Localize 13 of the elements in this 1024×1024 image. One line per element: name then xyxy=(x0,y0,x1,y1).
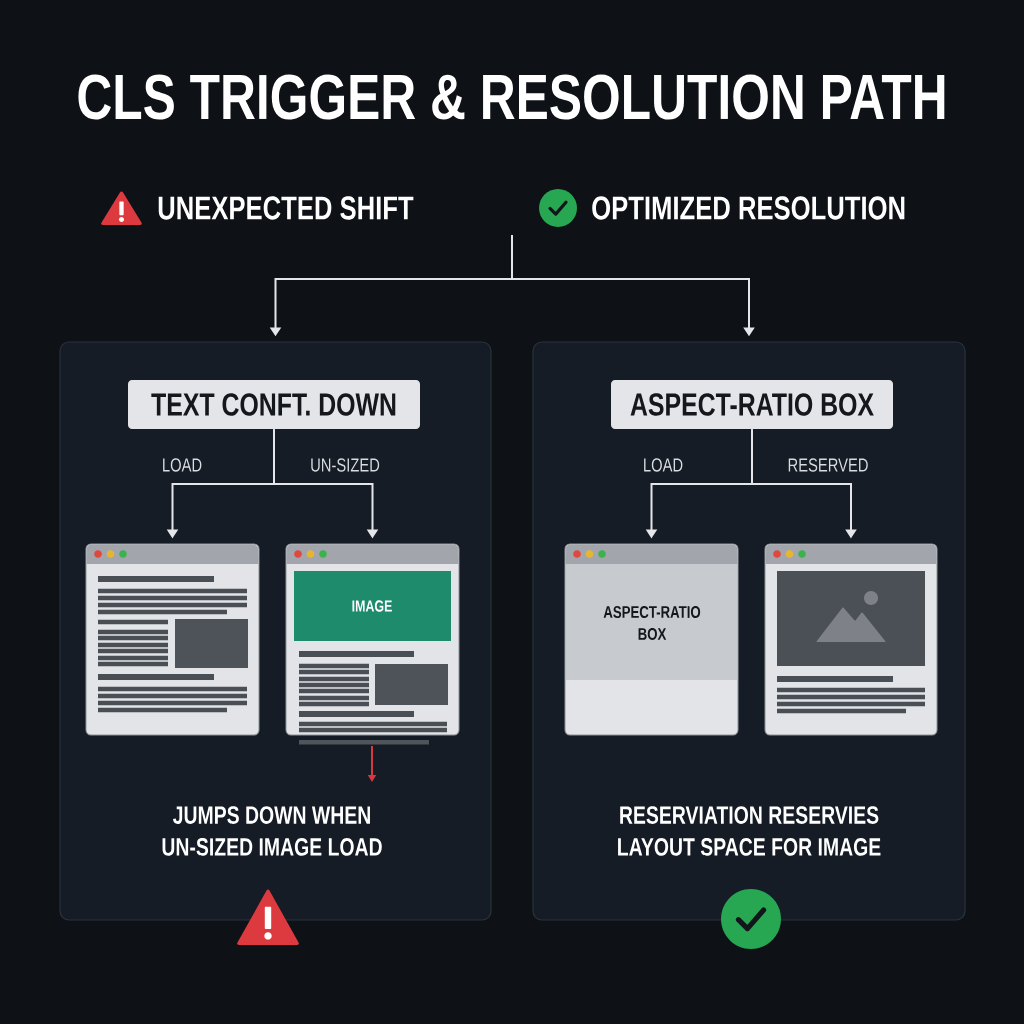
edge-label: RESERVED xyxy=(788,458,868,472)
caption-text: RESERVIATION RESERVIES LAYOUT SPACE FOR IMAGE xyxy=(618,806,881,856)
reserved-area: ASPECT-RATIO BOX xyxy=(566,564,737,680)
heading-box: ASPECT-RATIO BOX xyxy=(611,380,893,429)
legend-text: UNEXPECTED SHIFT xyxy=(158,196,414,220)
edge-label: LOAD xyxy=(163,458,202,472)
edge-label: UN-SIZED xyxy=(311,458,380,472)
image-banner: IMAGE xyxy=(294,571,451,641)
caption-text: JUMPS DOWN WHEN UN-SIZED IMAGE LOAD xyxy=(162,806,382,856)
edge-label: LOAD xyxy=(644,458,683,472)
legend-text: OPTIMIZED RESOLUTION xyxy=(592,196,905,220)
title: CLS TRIGGER & RESOLUTION PATH xyxy=(78,74,945,120)
heading-box: TEXT CONFT. DOWN xyxy=(128,380,420,429)
